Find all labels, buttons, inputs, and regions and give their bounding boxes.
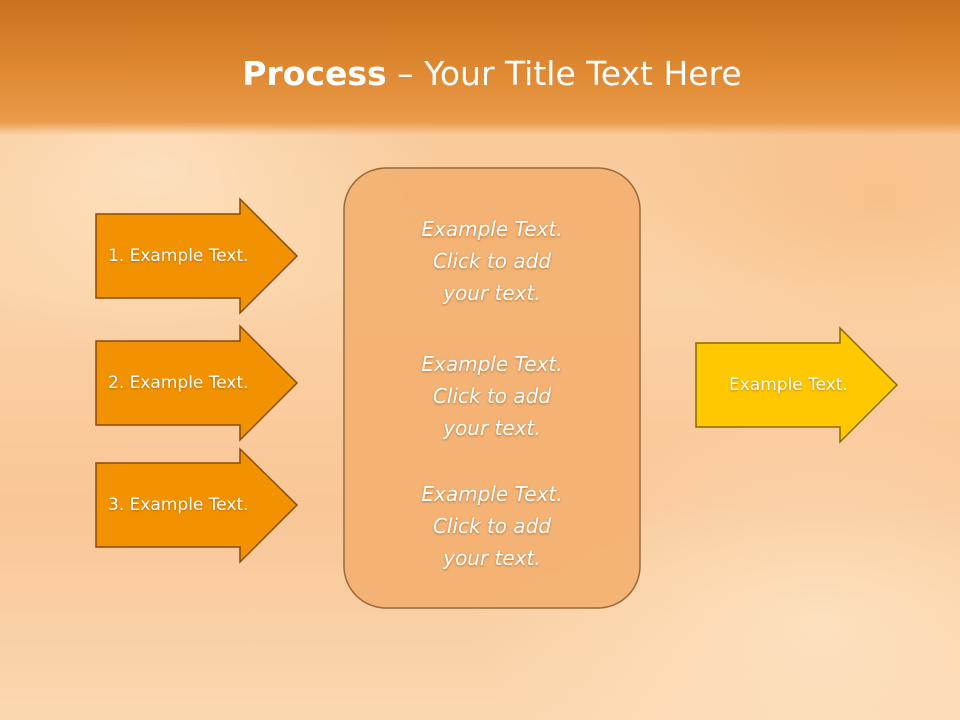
paragraph-line: Example Text.: [421, 217, 563, 241]
input-arrow-1[interactable]: [95, 197, 299, 315]
title-bold: Process: [242, 54, 387, 93]
paragraph-line: your text.: [443, 281, 541, 305]
paragraph-line: Example Text.: [421, 482, 563, 506]
paragraph-line: your text.: [443, 546, 541, 570]
input-arrow-3-label: 3. Example Text.: [108, 495, 249, 515]
title-rest: Your Title Text Here: [424, 54, 742, 93]
paragraph-line: Example Text.: [421, 352, 563, 376]
paragraph-line: your text.: [443, 416, 541, 440]
input-arrow-1-label: 1. Example Text.: [108, 246, 249, 266]
paragraph-line: Click to add: [432, 384, 552, 408]
center-text-box[interactable]: [343, 167, 641, 609]
input-arrow-2-label: 2. Example Text.: [108, 373, 249, 393]
center-paragraph-1: Example Text. Click to add your text.: [344, 213, 640, 309]
title-dash: –: [386, 54, 425, 93]
title-banner: [0, 0, 960, 135]
center-paragraph-3: Example Text. Click to add your text.: [344, 478, 640, 574]
center-paragraph-2: Example Text. Click to add your text.: [344, 348, 640, 444]
input-arrow-2[interactable]: [95, 324, 299, 442]
paragraph-line: Click to add: [432, 249, 552, 273]
output-arrow-label: Example Text.: [729, 375, 848, 395]
slide-title[interactable]: Process – Your Title Text Here: [0, 52, 960, 96]
input-arrow-3[interactable]: [95, 447, 299, 564]
paragraph-line: Click to add: [432, 514, 552, 538]
output-arrow[interactable]: [695, 326, 899, 444]
